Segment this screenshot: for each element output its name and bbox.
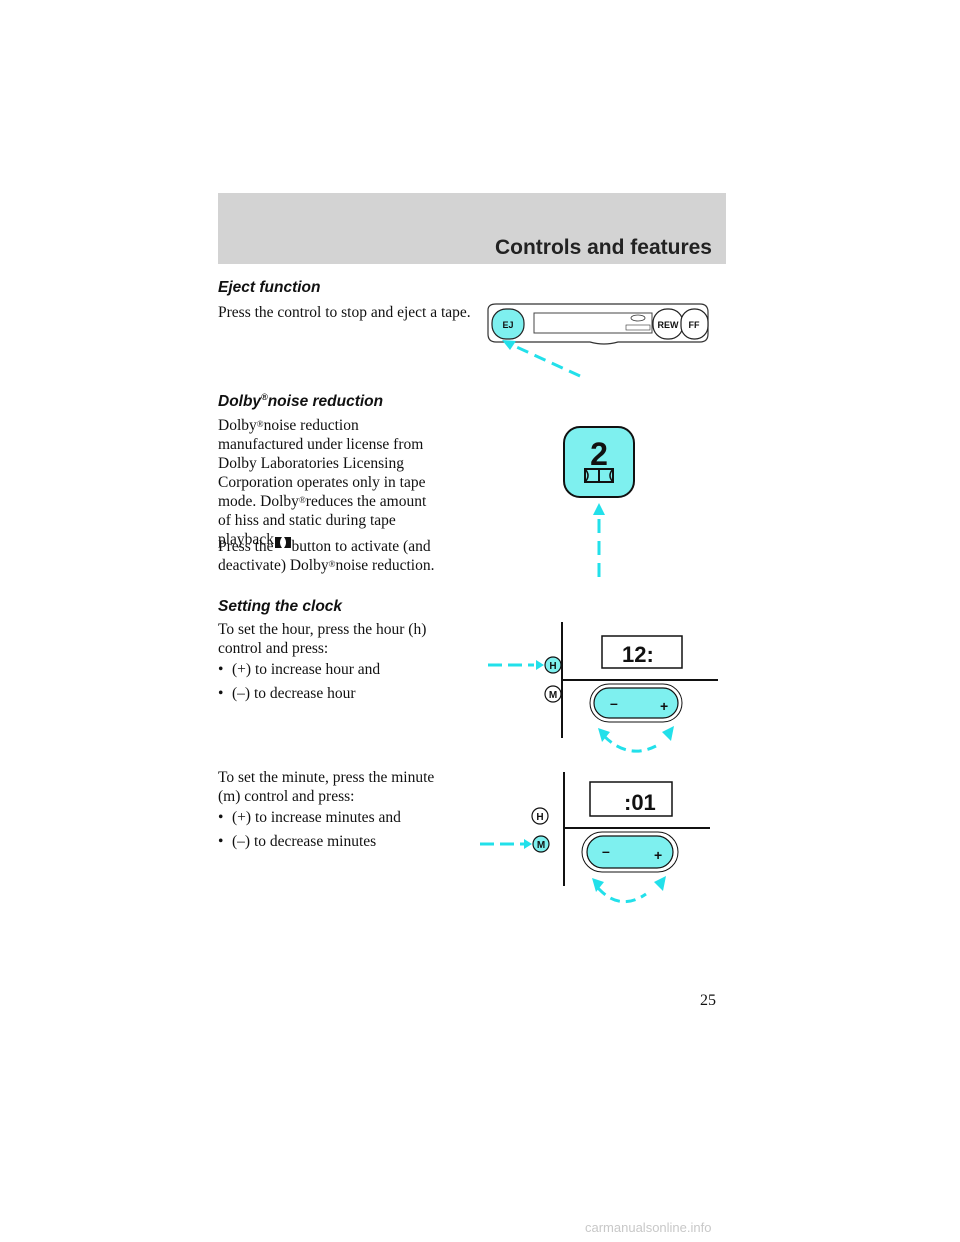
page-section-title: Controls and features [494, 236, 712, 259]
dolby-symbol-icon [274, 537, 291, 548]
clock-heading: Setting the clock [218, 598, 343, 615]
svg-text:–: – [610, 695, 618, 711]
svg-text:M: M [537, 840, 545, 851]
ff-label: FF [689, 320, 700, 330]
ford-logo-icon [630, 314, 646, 322]
dolby-heading: Dolby®noise reduction [218, 392, 384, 410]
m-button [532, 835, 550, 853]
hour-rocker-button [593, 687, 679, 719]
minute-bullet-increase: •(+) to increase minutes and [218, 809, 401, 826]
hour-clock-figure: 12: H M – + [488, 622, 718, 753]
rew-label: REW [658, 320, 680, 330]
hour-bullet-decrease: •(–) to decrease hour [218, 685, 356, 702]
eject-heading: Eject function [218, 279, 321, 296]
dolby-button-figure: 2 [563, 426, 635, 581]
m-button [544, 685, 562, 703]
hour-display [601, 635, 683, 669]
eject-button-graphic [491, 308, 525, 340]
dolby-button-number: 2 [590, 436, 608, 472]
eject-text: Press the control to stop and eject a ta… [218, 304, 471, 321]
dolby-paragraph: Dolby®noise reduction manufactured under… [218, 417, 427, 548]
minute-display [589, 781, 673, 817]
page-number: 25 [700, 992, 716, 1009]
hour-bullet-increase: •(+) to increase hour and [218, 661, 381, 678]
svg-text:–: – [602, 843, 610, 859]
ej-label: EJ [502, 320, 513, 330]
minute-rocker-button [586, 835, 674, 869]
tape-controls-figure: EJ REW FF [487, 303, 709, 378]
minute-bullet-decrease: •(–) to decrease minutes [218, 833, 377, 850]
h-button [544, 656, 562, 674]
minute-display-text: :01 [624, 790, 656, 815]
svg-text:+: + [660, 698, 668, 714]
h-button [531, 807, 549, 825]
svg-text:+: + [654, 847, 662, 863]
footer-watermark-url: carmanualsonline.info [585, 1220, 712, 1235]
svg-text:H: H [536, 812, 543, 823]
minute-clock-figure: :01 H M – + [480, 772, 710, 904]
hour-intro: To set the hour, press the hour (h) cont… [218, 621, 427, 657]
hour-display-text: 12: [622, 642, 654, 667]
svg-text:H: H [549, 661, 556, 672]
header-band: Controls and features [218, 193, 726, 264]
dolby-button-graphic [563, 426, 635, 498]
minute-intro: To set the minute, press the minute (m) … [218, 769, 435, 805]
dolby-heading-prefix: Dolby [218, 393, 262, 410]
svg-text:M: M [549, 690, 557, 701]
